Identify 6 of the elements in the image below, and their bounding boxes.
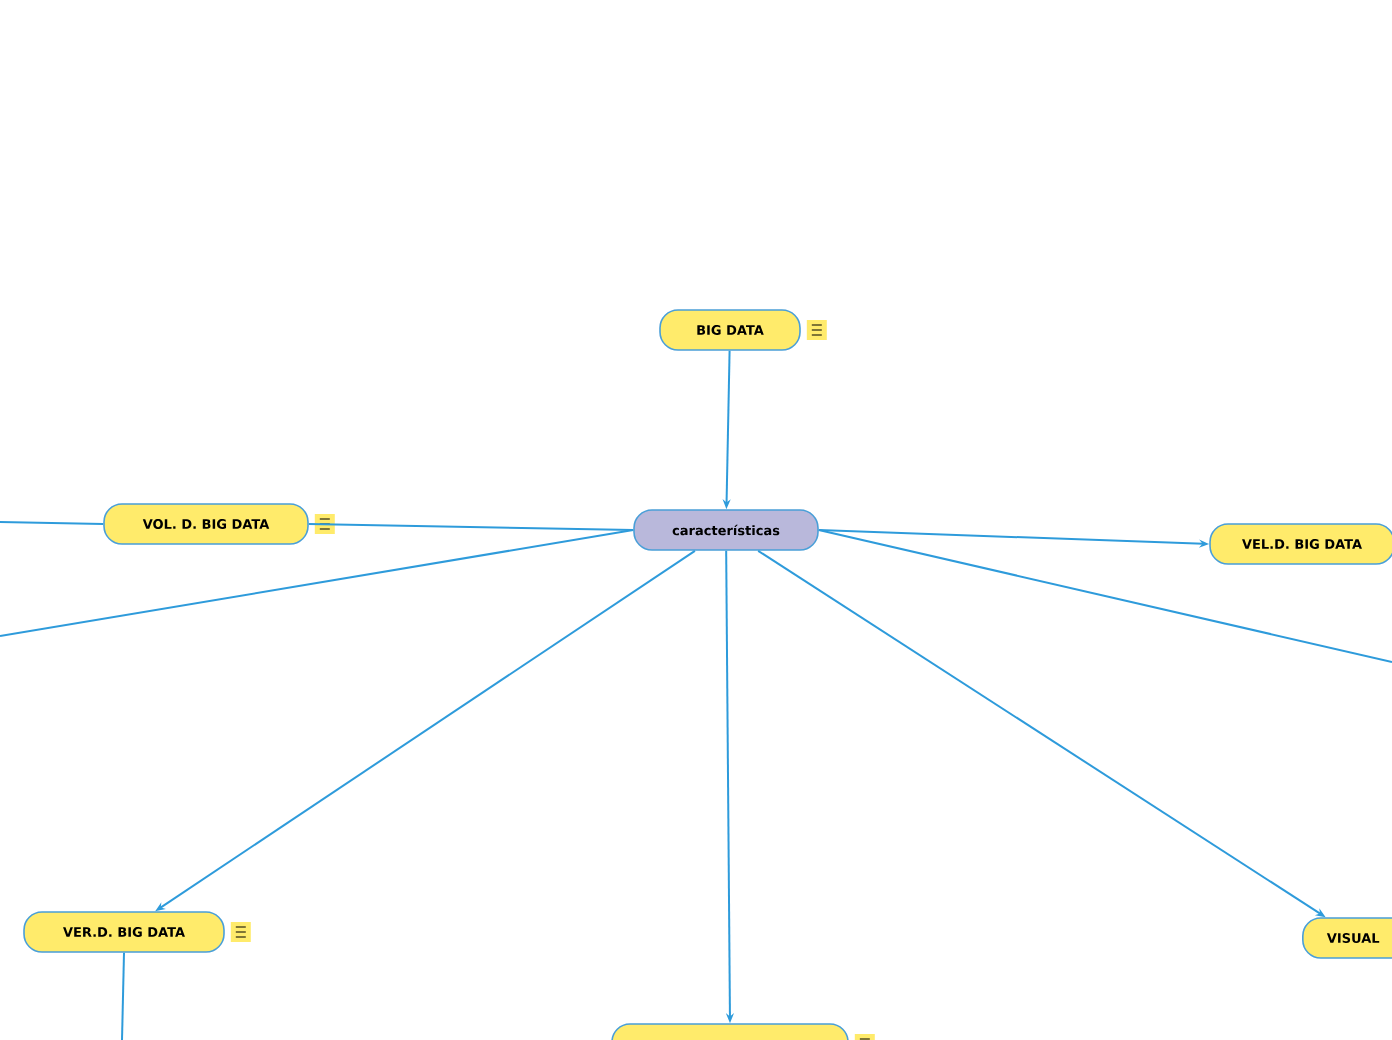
connector	[307, 523, 635, 531]
connector	[121, 951, 125, 1040]
connector	[0, 529, 635, 637]
topic-box	[611, 1023, 849, 1040]
connector	[817, 529, 1392, 663]
connector	[0, 521, 105, 525]
